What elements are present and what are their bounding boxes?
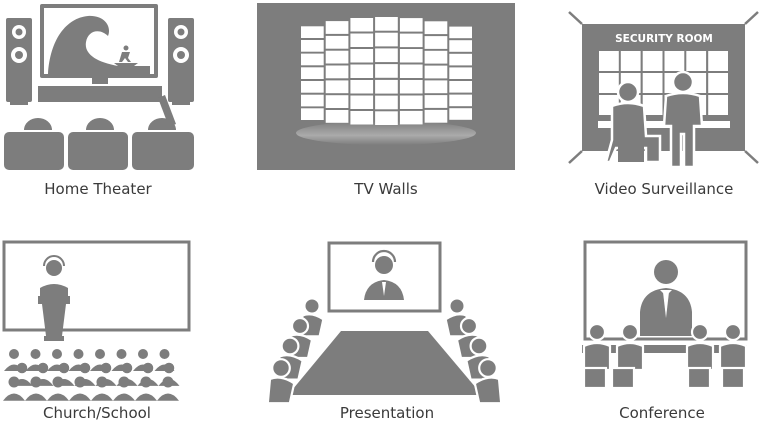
tv-wall-screen <box>325 65 349 79</box>
tv-wall-icon <box>257 3 515 170</box>
tv-wall-screen <box>449 81 472 93</box>
tv-wall-screen <box>375 95 398 110</box>
tv-wall-screen <box>350 18 374 32</box>
conference-icon <box>582 240 748 390</box>
tv-wall-screen <box>301 40 324 52</box>
caption-tv-walls: TV Walls <box>354 180 418 198</box>
tv-wall-screen <box>325 35 349 49</box>
tv-wall-screen <box>350 49 374 63</box>
tv-wall-screen <box>325 80 349 94</box>
security-room-icon: SECURITY ROOM <box>568 11 759 169</box>
security-monitor <box>708 95 728 115</box>
tv-wall-screen <box>375 48 398 63</box>
tv-wall-screen <box>375 111 398 125</box>
security-room-sign: SECURITY ROOM <box>615 33 713 45</box>
security-monitor <box>686 51 707 71</box>
security-monitor <box>642 73 663 93</box>
tv-wall-screen <box>301 53 324 66</box>
tv-wall-screen <box>301 67 324 79</box>
presentation-icon <box>266 241 503 405</box>
tv-wall-screen <box>399 64 423 78</box>
tv-wall-screen <box>350 33 374 47</box>
tv-wall-screen <box>350 111 374 125</box>
lecture-hall-icon <box>2 240 191 401</box>
security-monitor <box>642 95 663 115</box>
tv-wall-screen <box>424 95 448 108</box>
tv-wall-screen <box>399 18 423 32</box>
tv-wall-screen <box>375 64 398 78</box>
tv-wall-screen <box>449 108 472 120</box>
tv-wall-screen <box>424 21 448 35</box>
tv-wall-screen <box>399 80 423 94</box>
tv-wall-screen <box>375 79 398 94</box>
tv-wall-screen <box>350 64 374 78</box>
security-monitor <box>708 51 728 71</box>
tv-wall-screen <box>449 67 472 79</box>
tv-wall-screen <box>325 21 349 34</box>
security-monitor <box>620 51 641 71</box>
tv-wall-screen <box>449 53 472 66</box>
tv-wall-screen <box>350 95 374 109</box>
home-theater-icon <box>4 4 194 170</box>
tv-wall-screen <box>375 32 398 47</box>
tv-wall-screen <box>399 33 423 48</box>
security-monitor <box>708 73 728 93</box>
security-monitor <box>599 51 619 71</box>
tv-wall-screen <box>424 36 448 49</box>
tv-wall-screen <box>449 40 472 52</box>
tv-wall-screen <box>301 81 324 93</box>
security-monitor <box>599 73 619 93</box>
tv-wall-screen <box>424 50 448 64</box>
tv-wall-screen <box>301 94 324 107</box>
tv-wall-screen <box>399 95 423 109</box>
tv-wall-screen <box>449 26 472 39</box>
security-monitor <box>664 51 685 71</box>
tv-wall-screen <box>325 110 349 123</box>
caption-video-surveillance: Video Surveillance <box>594 180 734 198</box>
tv-wall-screen <box>301 26 324 38</box>
caption-church-school: Church/School <box>43 404 151 422</box>
tv-wall-screen <box>424 109 448 123</box>
tv-wall-screen <box>449 94 472 107</box>
tv-wall-screen <box>399 110 423 125</box>
caption-conference: Conference <box>619 404 705 422</box>
caption-home-theater: Home Theater <box>44 180 152 198</box>
tv-wall-screen <box>325 95 349 108</box>
tv-wall-screen <box>424 65 448 79</box>
tv-wall-screen <box>424 80 448 94</box>
caption-presentation: Presentation <box>339 404 435 422</box>
tv-wall-screen <box>325 50 349 64</box>
tv-wall-screen <box>375 17 398 31</box>
tv-wall-screen <box>350 80 374 94</box>
tv-wall-screen <box>399 49 423 63</box>
tv-wall-screen <box>301 108 324 120</box>
security-monitor <box>642 51 663 71</box>
